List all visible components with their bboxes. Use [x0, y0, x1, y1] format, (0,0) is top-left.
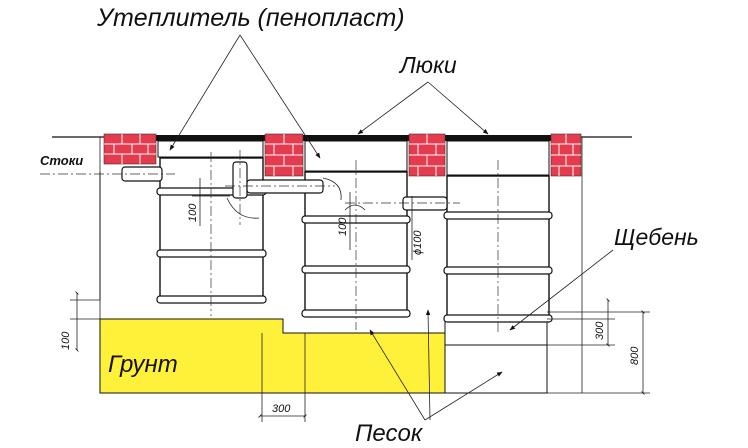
top-slab	[150, 135, 556, 141]
overflow-pipe	[344, 196, 460, 211]
label-sand: Песок	[355, 420, 424, 447]
brick-column-left	[103, 133, 157, 165]
label-gravel: Щебень	[614, 224, 699, 250]
label-insulation: Утеплитель (пенопласт)	[96, 4, 405, 32]
barrel-left	[156, 152, 267, 316]
label-soil: Грунт	[108, 351, 178, 378]
dim-800-right: 800	[629, 346, 641, 365]
label-drains: Стоки	[40, 153, 83, 168]
brick-column-mid-left	[264, 133, 304, 177]
leader-lines	[169, 34, 614, 421]
inlet-pipe	[40, 166, 175, 182]
insulation-board-left	[157, 140, 264, 158]
gravel-layer	[444, 318, 548, 346]
brick-column-right	[550, 133, 582, 177]
dim-100-mid: 100	[337, 217, 349, 236]
tee-pipe	[225, 150, 342, 225]
dim-100-soil: 100	[60, 331, 72, 350]
label-hatches: Люки	[398, 52, 457, 78]
dim-300-bottom: 300	[272, 403, 291, 415]
dimension-lines	[70, 178, 650, 422]
dim-phi100: ϕ100	[412, 230, 424, 255]
sand-layer	[444, 344, 548, 394]
barrel-right	[443, 160, 553, 335]
brick-column-mid-right	[408, 133, 446, 177]
barrel-middle	[301, 160, 411, 330]
dim-300-right: 300	[594, 321, 606, 340]
dim-100-left: 100	[187, 203, 199, 222]
